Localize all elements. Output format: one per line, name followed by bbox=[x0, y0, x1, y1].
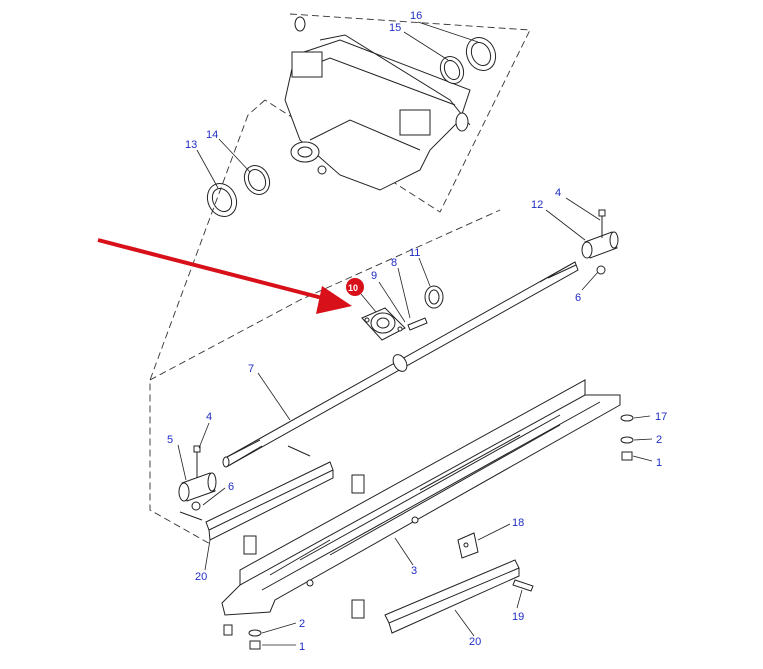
axle-housing bbox=[247, 13, 531, 213]
callout-16: 16 bbox=[410, 10, 422, 22]
bolt-8 bbox=[407, 317, 428, 331]
flange-bearing bbox=[361, 307, 406, 341]
highlight-arrow bbox=[97, 238, 352, 314]
callout-4-upper: 4 bbox=[555, 187, 561, 199]
callout-14: 14 bbox=[206, 129, 218, 141]
drive-shaft bbox=[222, 261, 579, 468]
hardware-left bbox=[223, 624, 262, 650]
callout-15: 15 bbox=[389, 22, 401, 34]
callout-5: 5 bbox=[167, 434, 173, 446]
callout-19: 19 bbox=[512, 611, 524, 623]
slide-plate-right bbox=[351, 559, 520, 634]
callout-12: 12 bbox=[531, 199, 543, 211]
callout-7: 7 bbox=[248, 363, 254, 375]
callout-10: 10 bbox=[348, 283, 358, 293]
callout-2-right: 2 bbox=[656, 434, 662, 446]
callout-20-right: 20 bbox=[469, 636, 481, 648]
coupler-lower bbox=[178, 445, 311, 521]
callout-9: 9 bbox=[371, 270, 377, 282]
assembly-boundary bbox=[149, 114, 501, 546]
collar-11 bbox=[424, 285, 444, 309]
callout-13: 13 bbox=[185, 139, 197, 151]
callout-labels: 16 15 14 13 4 12 6 11 8 9 10 7 4 5 6 17 … bbox=[167, 10, 667, 653]
callout-20-left: 20 bbox=[195, 571, 207, 583]
callout-11: 11 bbox=[409, 247, 420, 259]
slide-rail bbox=[221, 379, 621, 616]
hardware-right bbox=[620, 414, 634, 461]
callout-4-lower: 4 bbox=[206, 411, 212, 423]
clip-18 bbox=[457, 532, 479, 559]
callout-1-right: 1 bbox=[656, 457, 662, 469]
slide-plate-left bbox=[205, 461, 334, 555]
bolt-19 bbox=[512, 579, 534, 592]
callout-18: 18 bbox=[512, 517, 524, 529]
callout-3: 3 bbox=[411, 565, 417, 577]
callout-2-left: 2 bbox=[299, 618, 305, 630]
callout-17: 17 bbox=[655, 411, 667, 423]
seal-ring-13 bbox=[206, 182, 238, 218]
clip-top bbox=[351, 474, 365, 494]
seal-ring-15 bbox=[439, 55, 465, 85]
callout-1-left: 1 bbox=[299, 641, 305, 653]
highlight-badge-10 bbox=[346, 278, 364, 296]
callout-6-lower: 6 bbox=[228, 481, 234, 493]
coupler-upper bbox=[581, 209, 619, 275]
callout-8: 8 bbox=[391, 257, 397, 269]
seal-ring-16 bbox=[465, 36, 497, 72]
seal-ring-14 bbox=[243, 164, 271, 196]
leader-lines bbox=[177, 21, 653, 646]
callout-6-upper: 6 bbox=[575, 292, 581, 304]
